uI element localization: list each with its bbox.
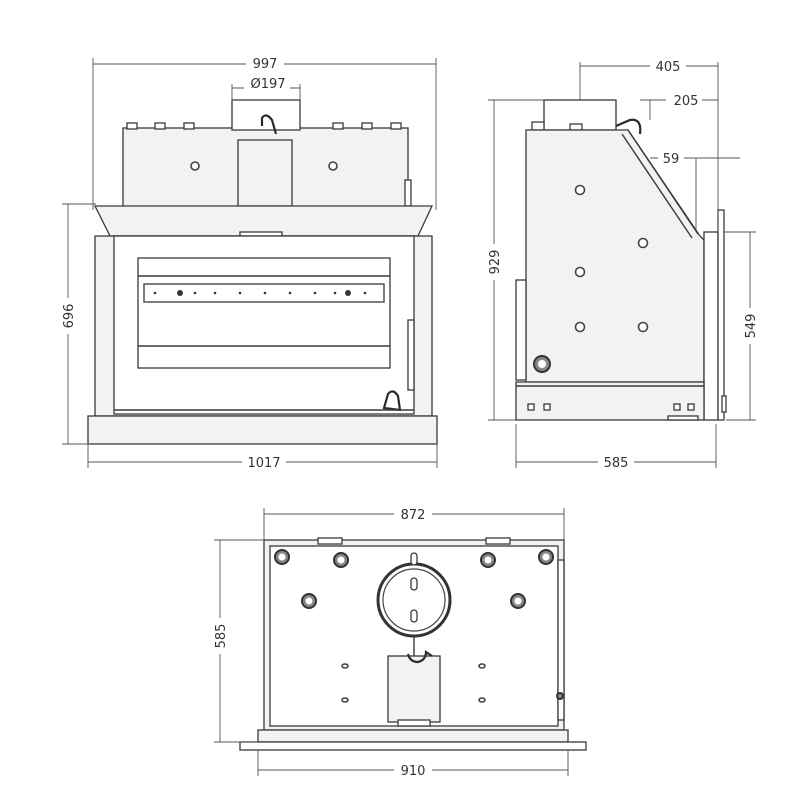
top-small-holes [341, 663, 486, 703]
front-upper-hole-left [190, 161, 200, 171]
side-total-height-label: 929 [488, 250, 503, 275]
front-upper-hole-right [328, 161, 338, 171]
side-base-bolts [527, 403, 695, 411]
front-flue-handle [260, 114, 278, 135]
top-depth-label: 585 [214, 624, 229, 649]
front-door-glass [137, 257, 391, 369]
side-body [525, 129, 705, 383]
side-top-depth-dimension: 405 [579, 58, 719, 232]
front-width-dimension: 997 [92, 55, 437, 210]
side-flue-offset-dimension: 205 [640, 92, 718, 120]
front-flue-dimension: Ø197 [231, 76, 301, 100]
front-door-handle [382, 390, 402, 412]
front-duct [237, 139, 293, 207]
front-top-width-label: 997 [253, 57, 278, 72]
front-top-tabs [126, 122, 402, 130]
side-front-height-label: 549 [744, 314, 759, 339]
front-base-dimension: 1017 [87, 444, 438, 471]
side-front-height-dimension: 549 [724, 231, 759, 421]
top-base-width-label: 910 [401, 764, 426, 779]
front-base-width-label: 1017 [247, 456, 280, 471]
top-width-dimension: 872 [263, 506, 565, 540]
side-total-height-dimension: 929 [485, 99, 544, 421]
side-bend-offset-dimension: 59 [650, 150, 740, 230]
top-base-width-dimension: 910 [257, 750, 569, 779]
side-holes [574, 184, 649, 333]
side-flue-offset-label: 205 [674, 94, 699, 109]
top-depth-dimension: 585 [211, 539, 264, 743]
top-flue-slots [410, 552, 418, 623]
top-view: 872 585 910 [211, 506, 587, 779]
front-base-plinth [87, 415, 438, 445]
top-flue-ring-inner [382, 568, 446, 632]
side-top-depth-label: 405 [656, 60, 681, 75]
front-view: 997 Ø197 696 1017 [59, 55, 438, 471]
front-height-dimension: 696 [59, 203, 96, 445]
front-height-label: 696 [62, 304, 77, 329]
front-air-bar-holes [153, 290, 367, 296]
top-base-plate [257, 729, 569, 743]
front-flue-diameter-label: Ø197 [250, 77, 285, 92]
side-handle [615, 118, 642, 135]
top-width-label: 872 [401, 508, 426, 523]
side-front-panel [703, 231, 719, 421]
top-base-lip [239, 741, 587, 751]
top-view-holes [274, 549, 554, 609]
top-duct-handle [406, 649, 433, 664]
top-duct [387, 655, 441, 723]
side-bend-offset-label: 59 [663, 152, 680, 167]
side-base-depth-dimension: 585 [515, 424, 717, 471]
side-view: 405 205 59 929 549 [485, 58, 759, 471]
side-base [515, 381, 705, 421]
side-base-depth-label: 585 [604, 456, 629, 471]
